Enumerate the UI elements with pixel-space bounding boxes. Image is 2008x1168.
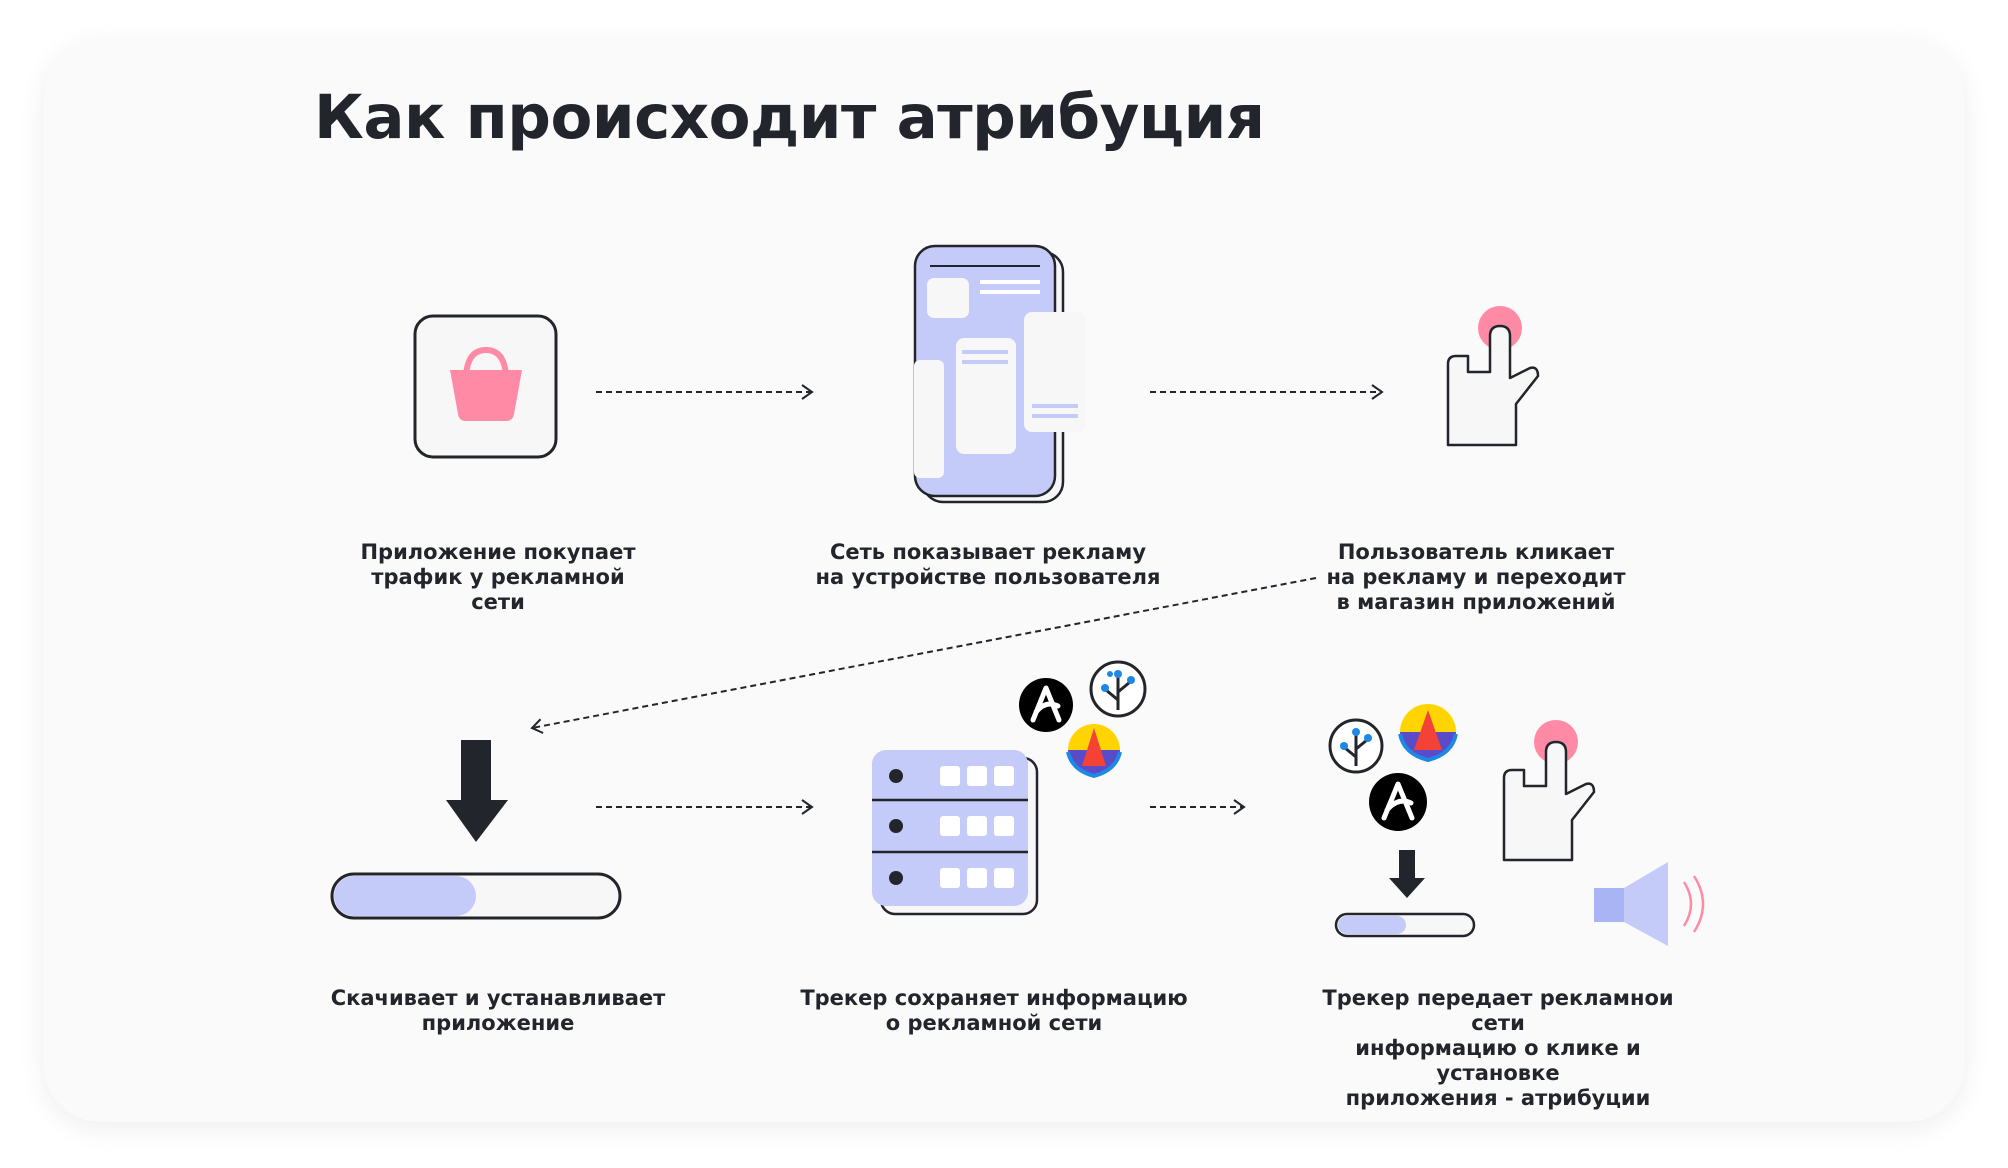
download-icon	[446, 740, 508, 842]
diagram-card	[44, 40, 1964, 1122]
tracker-tree-logo-icon	[1089, 660, 1147, 718]
speaker-icon	[1594, 862, 1705, 946]
flow-arrow-3-4	[530, 577, 1317, 734]
page-title: Как происходит атрибуция	[314, 82, 1265, 153]
download-progress-bar	[330, 872, 622, 920]
step-4-caption: Скачивает и устанавливает приложение	[330, 986, 666, 1035]
step-3-caption: Пользователь кликает на рекламу и перехо…	[1326, 540, 1626, 614]
attribution-download-icon	[1389, 850, 1425, 898]
shopping-bag-icon	[413, 314, 558, 459]
attribution-tap-hand-icon	[1502, 720, 1596, 862]
phone-ad-icon	[913, 244, 1086, 504]
step-2-caption: Сеть показывает рекламу на устройстве по…	[815, 540, 1161, 589]
attribution-tree-logo-icon	[1328, 718, 1384, 774]
step-5-caption: Трекер сохраняет информацию о рекламной …	[800, 986, 1188, 1035]
tracker-a-logo-icon	[1019, 678, 1073, 732]
attribution-triangle-logo-icon	[1398, 704, 1458, 763]
step-6-caption: Трекер передает рекламнои сети информаци…	[1322, 986, 1674, 1110]
tap-hand-icon	[1446, 306, 1540, 447]
tracker-triangle-logo-icon	[1066, 724, 1122, 779]
step-1-caption: Приложение покупает трафик у рекламной с…	[360, 540, 636, 614]
attribution-a-logo-icon	[1369, 773, 1427, 831]
attribution-progress-bar	[1334, 912, 1476, 938]
server-icon	[872, 750, 1039, 916]
